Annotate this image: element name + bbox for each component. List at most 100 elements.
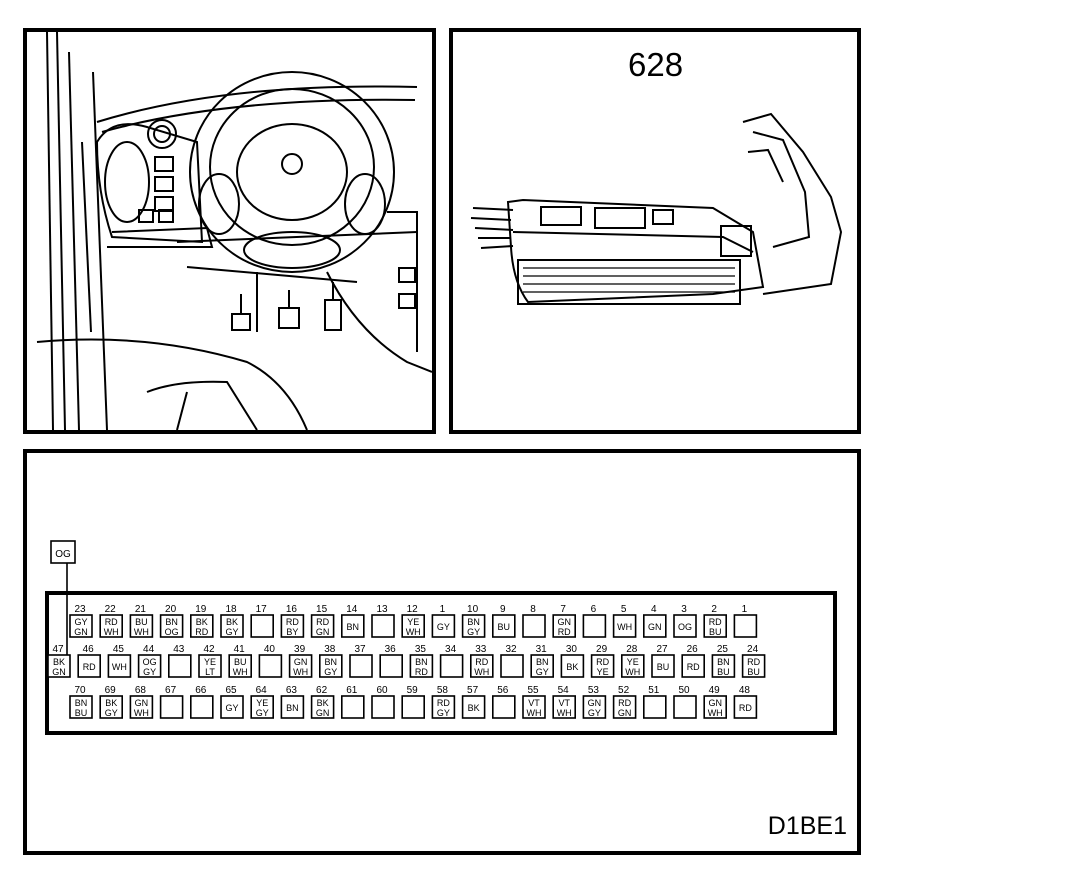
pin-number: 2 — [711, 604, 717, 615]
wire-color-code: GY — [588, 708, 601, 718]
wire-color-code: YE — [204, 657, 216, 667]
pin-34: 34 — [439, 644, 464, 678]
pin-67: 67 — [159, 685, 184, 719]
pin-box — [552, 614, 577, 638]
pin-6: 6 — [582, 604, 607, 638]
wire-color-code: BN — [75, 698, 88, 708]
pin-box — [69, 695, 93, 719]
wire-color-code: BY — [286, 627, 298, 637]
wire-color-code: BU — [135, 617, 148, 627]
pin-number: 38 — [324, 644, 336, 655]
pin-number: 55 — [527, 685, 539, 696]
ecu-connector-illustration — [470, 112, 843, 305]
pin-5: 5WH — [612, 604, 637, 638]
pin-number: 57 — [467, 685, 479, 696]
wire-color-code: WH — [134, 627, 149, 637]
pin-3: 3OG — [673, 604, 697, 638]
pin-number: 37 — [354, 644, 366, 655]
pin-50: 50 — [673, 685, 697, 719]
pin-number: 1 — [440, 604, 446, 615]
wire-color-code: BK — [105, 698, 117, 708]
pin-1: 1 — [733, 604, 758, 638]
figure-id: D1BE1 — [767, 812, 847, 840]
pin-number: 18 — [225, 604, 237, 615]
pin-17: 17 — [250, 604, 274, 638]
wire-color-code: BN — [347, 622, 360, 632]
pin-8: 8 — [522, 604, 546, 638]
wire-color-code: GY — [225, 703, 238, 713]
wire-color-code: BN — [717, 657, 730, 667]
pin-number: 69 — [105, 685, 117, 696]
pin-number: 23 — [74, 604, 86, 615]
pin-box — [733, 695, 758, 719]
pin-number: 35 — [415, 644, 427, 655]
pin-box — [620, 654, 645, 678]
pin-box — [612, 695, 637, 719]
wire-color-code: GN — [316, 627, 330, 637]
pin-number: 30 — [566, 644, 578, 655]
pin-box — [673, 614, 697, 638]
dashboard-location-view — [23, 28, 436, 434]
pin-box — [288, 654, 313, 678]
pin-40: 40 — [258, 644, 283, 678]
wire-color-code: WH — [134, 708, 149, 718]
pin-box — [168, 654, 192, 678]
wire-color-code: WH — [112, 662, 127, 672]
wire-color-code: WH — [527, 708, 542, 718]
wire-color-code: RD — [618, 698, 631, 708]
wire-color-code: VT — [558, 698, 570, 708]
pin-box — [340, 695, 365, 719]
wire-color-code: GY — [437, 708, 450, 718]
pin-number: 53 — [588, 685, 600, 696]
pin-box — [590, 654, 615, 678]
pin-4: 4GN — [642, 604, 667, 638]
pin-number: 19 — [195, 604, 207, 615]
wire-color-code: BU — [747, 667, 760, 677]
pin-box — [522, 614, 546, 638]
pin-number: 46 — [83, 644, 95, 655]
pin-number: 56 — [497, 685, 509, 696]
wire-color-code: YE — [256, 698, 268, 708]
pin-number: 20 — [165, 604, 177, 615]
pin-61: 61 — [340, 685, 365, 719]
wire-color-code: GY — [143, 667, 156, 677]
wire-color-code: BK — [566, 662, 578, 672]
pin-box — [250, 695, 274, 719]
pin-number: 39 — [294, 644, 306, 655]
pin-box — [280, 614, 305, 638]
wire-color-code: GN — [557, 617, 571, 627]
pin-box — [642, 614, 667, 638]
wire-color-code: BN — [325, 657, 338, 667]
pin-box — [530, 654, 555, 678]
wire-color-code: GY — [536, 667, 549, 677]
pin-box — [190, 614, 214, 638]
pin-box — [190, 695, 214, 719]
wire-color-code: RD — [475, 657, 488, 667]
wire-color-code: GN — [135, 698, 149, 708]
pinout-svg: OG 23GYGN22RDWH21BUWH20BNOG19BKRD18BKGY1… — [45, 540, 837, 735]
wire-color-code: BN — [165, 617, 178, 627]
wire-color-code: RD — [105, 617, 118, 627]
pin-number: 45 — [113, 644, 125, 655]
wire-color-code: BU — [709, 627, 722, 637]
wire-color-code: GN — [294, 657, 308, 667]
pin-box — [461, 614, 486, 638]
pin-box — [552, 695, 577, 719]
pin-number: 41 — [234, 644, 246, 655]
pin-box — [431, 614, 456, 638]
wire-color-code: BU — [234, 657, 247, 667]
pin-number: 50 — [678, 685, 690, 696]
